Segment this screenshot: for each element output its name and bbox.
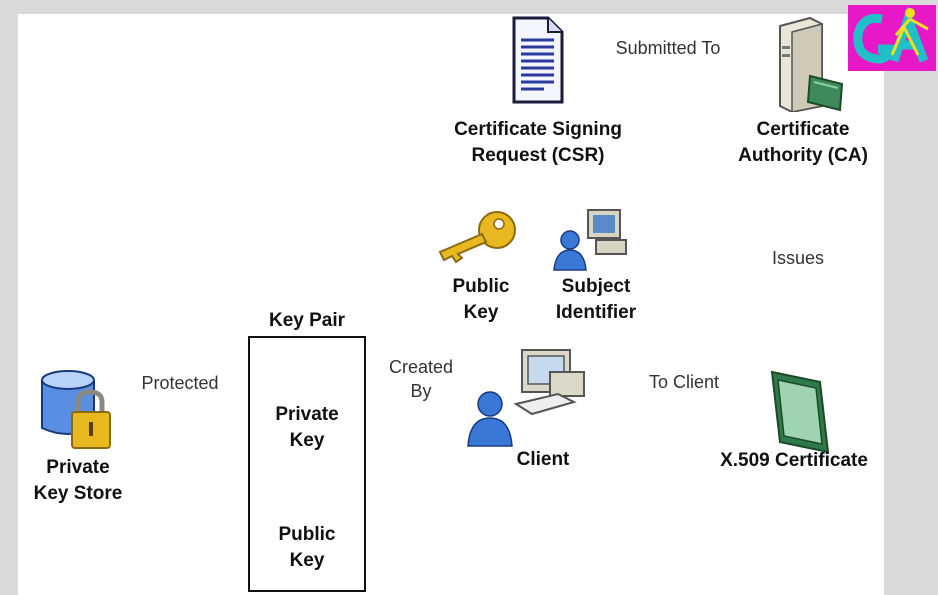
key-icon [438, 211, 516, 264]
workstation-icon [553, 209, 627, 271]
person-icon [467, 391, 513, 447]
client-label: Client [516, 449, 570, 470]
ca-label: Certificate Authority (CA) [738, 119, 868, 166]
computer-icon [513, 349, 585, 416]
document-icon [512, 16, 564, 104]
created-by-label: Created By [388, 357, 454, 401]
issues-label: Issues [771, 244, 825, 272]
certificate-icon [770, 370, 830, 454]
submitted-to-label: Submitted To [615, 38, 721, 58]
private-key-store-label: Private Key Store [33, 457, 123, 504]
to-client-label: To Client [648, 372, 720, 392]
key-pair-title: Key Pair [268, 310, 346, 331]
x509-certificate-label: X.509 Certificate [720, 450, 868, 471]
box-public-key-label: Public Key [278, 524, 336, 571]
key-pair-box [248, 336, 366, 592]
public-key-label: Public Key [452, 276, 510, 323]
protected-label: Protected [141, 373, 219, 393]
server-icon [779, 16, 844, 112]
diagram-canvas [18, 14, 884, 595]
subject-identifier-label: Subject Identifier [555, 276, 637, 323]
database-lock-icon [41, 370, 111, 449]
csr-label: Certificate Signing Request (CSR) [454, 119, 622, 166]
private-key-label: Private Key [275, 404, 339, 451]
logo-icon [848, 5, 936, 71]
